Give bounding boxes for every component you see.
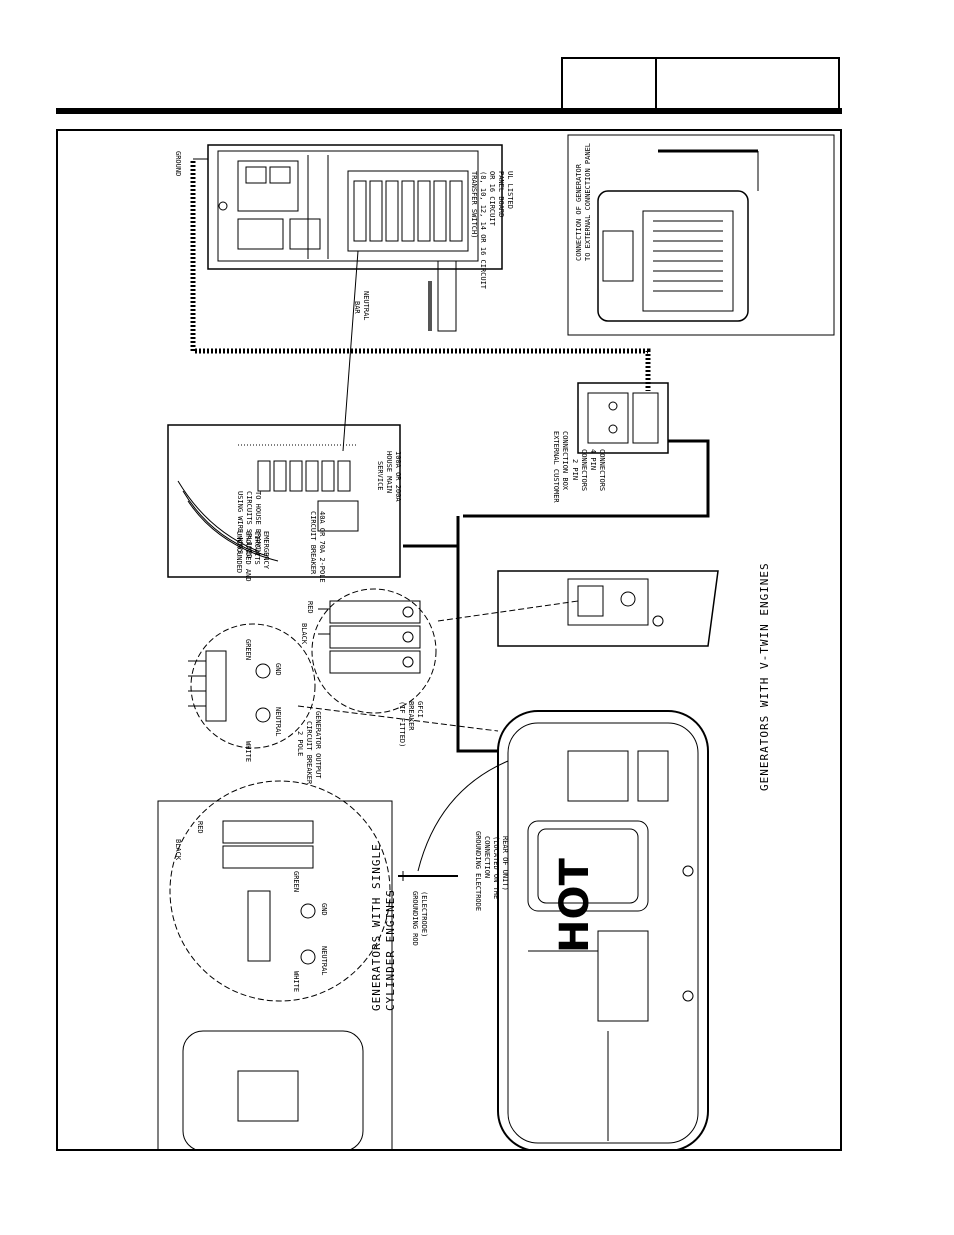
green-label-bottom: GREEN — [292, 871, 300, 892]
svg-text:GROUNDING ELECTRODE: GROUNDING ELECTRODE — [474, 831, 482, 911]
svg-text:CONNECTION BOX: CONNECTION BOX — [561, 431, 569, 491]
svg-text:(8, 10, 12, 14 OR 16 CIRCUIT: (8, 10, 12, 14 OR 16 CIRCUIT — [479, 171, 487, 290]
hot-label: HOT — [552, 858, 598, 953]
svg-text:EMERGENCY: EMERGENCY — [262, 531, 270, 570]
svg-text:EXTERNAL CUSTOMER: EXTERNAL CUSTOMER — [552, 431, 560, 503]
svg-text:CONNECTORS: CONNECTORS — [598, 449, 606, 491]
svg-text:OR 16 CIRCUIT: OR 16 CIRCUIT — [488, 171, 496, 227]
green-label-top: GREEN — [244, 639, 252, 660]
white-label-bottom: WHITE — [292, 971, 300, 992]
neutral-label-bottom: NEUTRAL — [320, 946, 328, 976]
svg-text:CIRCUIT BREAKER: CIRCUIT BREAKER — [305, 721, 313, 785]
conduit-to-generator — [463, 439, 710, 518]
svg-text:(LOCATED ON THE: (LOCATED ON THE — [492, 836, 500, 899]
black-label: BLACK — [300, 623, 308, 645]
svg-text:GENERATORS WITH SINGLE: GENERATORS WITH SINGLE — [370, 843, 383, 1011]
svg-text:CIRCUIT BREAKER: CIRCUIT BREAKER — [309, 511, 317, 575]
red-label: RED — [306, 601, 314, 614]
neutral-bar-label: NEUTRAL BAR — [353, 291, 370, 321]
svg-text:CYLINDER ENGINES: CYLINDER ENGINES — [384, 889, 397, 1011]
transfer-switch-panel — [207, 144, 503, 332]
svg-text:GFCI: GFCI — [416, 701, 424, 718]
svg-text:40A OR 70A 2-POLE: 40A OR 70A 2-POLE — [318, 511, 326, 583]
svg-text:100A OR 200A: 100A OR 200A — [394, 451, 402, 502]
single-cylinder-inset — [157, 780, 393, 1152]
vtwin-label: GENERATORS WITH V-TWIN ENGINES — [758, 562, 771, 791]
emergency-circuits-label: EMERGENCY CIRCUITS GROUNDED AND UNGROUND… — [235, 531, 270, 582]
svg-text:NEUTRAL: NEUTRAL — [362, 291, 370, 321]
external-connection-box — [577, 382, 669, 454]
gnd-label-top: GND — [274, 663, 282, 676]
grounding-electrode-label: GROUNDING ELECTRODE CONNECTION (LOCATED … — [474, 831, 509, 911]
grounding-rod — [398, 871, 458, 881]
breaker-detail-circle — [311, 588, 437, 714]
header-box-divider — [655, 59, 657, 108]
external-panel-label: CONNECTION OF GENERATOR TO EXTERNAL CONN… — [575, 143, 592, 261]
svg-text:CONNECTION: CONNECTION — [483, 836, 491, 878]
svg-text:UNGROUNDED: UNGROUNDED — [235, 531, 243, 573]
svg-text:TO HOUSE BRANCH: TO HOUSE BRANCH — [254, 491, 262, 554]
wiring-diagram: GROUND UL LISTED PANEL BOARD OR 16 CIRCU… — [157, 134, 835, 1152]
neutral-bar-pointer — [342, 250, 359, 452]
svg-text:TRANSFER SWITCH): TRANSFER SWITCH) — [470, 171, 478, 238]
grounding-wire — [417, 760, 509, 872]
header-title-boxes — [561, 57, 840, 110]
diagram-frame: GROUND UL LISTED PANEL BOARD OR 16 CIRCU… — [56, 129, 842, 1152]
svg-text:TO EXTERNAL CONNECTION PANEL: TO EXTERNAL CONNECTION PANEL — [584, 143, 592, 261]
gfci-label: GFCI BREAKER (IF FITTED) — [398, 701, 424, 747]
svg-text:CIRCUITS SPLICED: CIRCUITS SPLICED — [245, 491, 253, 558]
svg-text:(IF FITTED): (IF FITTED) — [398, 701, 406, 747]
house-main-panel — [167, 424, 401, 578]
panel-board-label: UL LISTED PANEL BOARD OR 16 CIRCUIT (8, … — [470, 171, 514, 290]
gnd-label-bottom: GND — [320, 903, 328, 916]
svg-text:2 PIN: 2 PIN — [571, 459, 579, 480]
single-cylinder-label: GENERATORS WITH SINGLE CYLINDER ENGINES — [370, 843, 397, 1011]
breaker-pointer — [437, 600, 579, 622]
svg-text:REAR OF UNIT): REAR OF UNIT) — [501, 836, 509, 891]
branch-circuits-label: TO HOUSE BRANCH CIRCUITS SPLICED USING W… — [236, 491, 262, 558]
white-label-top: WHITE — [244, 741, 252, 762]
red-label-bottom: RED — [196, 821, 204, 834]
svg-text:GROUNDING ROD: GROUNDING ROD — [411, 891, 419, 946]
svg-text:USING WIRE NUTS: USING WIRE NUTS — [236, 491, 244, 554]
svg-text:2 POLE: 2 POLE — [296, 731, 304, 756]
gen-output-label: GENERATOR OUTPUT CIRCUIT BREAKER 2 POLE — [296, 711, 322, 785]
cable-house-to-gen — [403, 516, 498, 753]
svg-text:SERVICE: SERVICE — [376, 461, 384, 491]
terminal-pointer — [297, 705, 499, 732]
header-rule — [56, 108, 842, 114]
terminal-detail-circle — [188, 623, 316, 749]
grounding-rod-label: GROUNDING ROD (ELECTRODE) — [411, 891, 428, 946]
svg-text:GROUNDED AND: GROUNDED AND — [244, 531, 252, 582]
external-panel-box — [567, 134, 835, 336]
house-main-label: 100A OR 200A HOUSE MAIN SERVICE — [376, 451, 402, 502]
generator-side-panel — [497, 570, 719, 647]
svg-text:HOUSE MAIN: HOUSE MAIN — [385, 451, 393, 493]
svg-text:UL LISTED: UL LISTED — [506, 171, 514, 209]
external-connection-label: EXTERNAL CUSTOMER CONNECTION BOX 2 PIN C… — [552, 431, 606, 503]
conduit-main — [190, 161, 651, 391]
svg-text:(ELECTRODE): (ELECTRODE) — [420, 891, 428, 937]
ground-label: GROUND — [174, 151, 182, 176]
breaker-40a-label: 40A OR 70A 2-POLE CIRCUIT BREAKER — [309, 511, 326, 583]
svg-text:CIRCUITS: CIRCUITS — [253, 531, 261, 565]
svg-text:CONNECTORS: CONNECTORS — [580, 449, 588, 491]
neutral-label-top: NEUTRAL — [274, 707, 282, 737]
svg-text:CONNECTION OF GENERATOR: CONNECTION OF GENERATOR — [575, 163, 583, 261]
svg-text:GENERATOR OUTPUT: GENERATOR OUTPUT — [314, 711, 322, 779]
black-label-bottom: BLACK — [174, 839, 182, 861]
svg-text:BREAKER: BREAKER — [407, 701, 415, 731]
svg-text:PANEL BOARD: PANEL BOARD — [497, 171, 505, 217]
svg-text:4 PIN: 4 PIN — [589, 449, 597, 470]
svg-text:BAR: BAR — [353, 301, 361, 314]
vtwin-generator — [497, 710, 709, 1152]
